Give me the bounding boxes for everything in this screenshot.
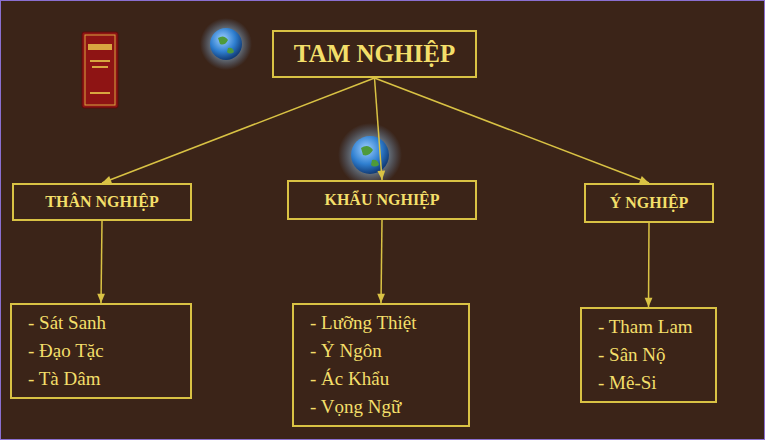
list-item: - Ác Khẩu — [310, 365, 452, 393]
category-box: KHẨU NGHIỆP — [287, 180, 477, 220]
box-label: TAM NGHIỆP — [286, 40, 463, 68]
box-label: THÂN NGHIỆP — [26, 193, 178, 211]
book-icon — [82, 32, 118, 108]
item-list-box: - Sát Sanh- Đạo Tặc- Tà Dâm — [10, 303, 192, 399]
connector-arrow — [97, 221, 105, 303]
category-box: THÂN NGHIỆP — [12, 183, 192, 221]
box-label: KHẨU NGHIỆP — [301, 191, 463, 209]
category-box: Ý NGHIỆP — [584, 183, 714, 223]
list-item: - Vọng Ngữ — [310, 393, 452, 421]
connector-arrow — [377, 220, 385, 303]
connector-arrow — [375, 78, 650, 183]
list-item: - Mê-Si — [598, 369, 699, 397]
item-list-box: - Lưỡng Thiệt- Ỷ Ngôn- Ác Khẩu- Vọng Ngữ — [292, 303, 470, 427]
list-item: - Lưỡng Thiệt — [310, 309, 452, 337]
list-item: - Tà Dâm — [28, 365, 174, 393]
list-item: - Đạo Tặc — [28, 337, 174, 365]
list-item: - Sân Nộ — [598, 341, 699, 369]
connector-arrow — [645, 223, 653, 307]
list-item: - Tham Lam — [598, 313, 699, 341]
box-label: Ý NGHIỆP — [598, 194, 700, 212]
globe-icon — [338, 123, 402, 187]
globe-icon — [200, 18, 252, 70]
list-item: - Ỷ Ngôn — [310, 337, 452, 365]
connector-arrow — [102, 78, 375, 183]
connector-arrow — [375, 78, 386, 180]
list-item: - Sát Sanh — [28, 309, 174, 337]
item-list-box: - Tham Lam- Sân Nộ- Mê-Si — [580, 307, 717, 403]
root-box: TAM NGHIỆP — [272, 30, 477, 78]
